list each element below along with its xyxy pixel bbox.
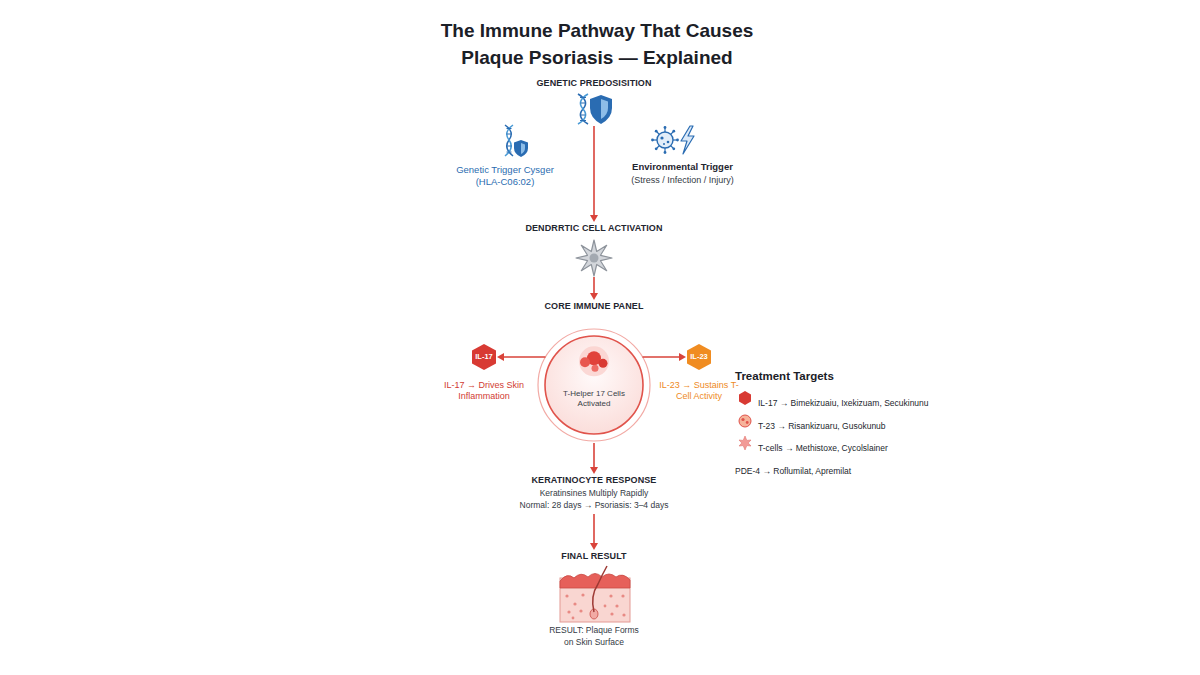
arrow-head <box>590 543 598 550</box>
cell-label: T-Helper 17 Cells Activated <box>559 389 629 409</box>
cytokine-name: IL-23 <box>686 343 712 371</box>
flow-arrow <box>497 353 546 361</box>
legend-text: PDE-4 → Roflumilat, Apremilat <box>735 466 851 476</box>
legend-heading: Treatment Targets <box>735 369 834 383</box>
legend-text: IL-17 → Bimekizuaiu, Ixekizuam, Secukinu… <box>758 398 929 408</box>
flow-arrow <box>590 126 598 222</box>
legend-row: T-23 → Risankizuaru, Gusokunub <box>758 415 886 427</box>
legend-row: PDE-4 → Roflumilat, Apremilat <box>735 460 851 472</box>
arrow-head <box>497 353 504 361</box>
treatment-icons <box>739 391 751 450</box>
trigger-text: (Stress / Infection / Injury) <box>610 174 755 186</box>
cytokine-hexagon: IL-17IL-17 → Drives Skin Inflammation <box>436 343 532 403</box>
flow-arrow <box>590 277 598 300</box>
legend-row: T-cells → Methistoxe, Cycolslainer <box>758 437 888 449</box>
circle-shape: T-Helper 17 Cells Activated <box>536 327 652 443</box>
core-cell-circle: T-Helper 17 Cells Activated CORE IMMUNE P… <box>534 300 654 443</box>
virus-lightning-icon <box>651 126 694 154</box>
trigger-text: Genetic Trigger Cysger (HLA-C06:02) <box>445 164 565 188</box>
stage-text: Normal: 28 days → Psoriasis: 3–4 days <box>474 499 714 511</box>
result-text: RESULT: Plaque Forms on Skin Surface <box>547 624 641 648</box>
arrow-head <box>679 353 686 361</box>
arrow-line <box>503 356 546 358</box>
stage-heading: KERATINOCYTE RESPONSEKeratinsines Multip… <box>474 474 714 514</box>
stage-title: GENETIC PREDOSISITION <box>494 77 694 89</box>
trigger-heading: Environmental Trigger <box>610 161 755 173</box>
arrow-line <box>642 356 680 358</box>
cytokine-note: IL-23 → Sustains T-Cell Activity <box>657 380 741 402</box>
stage-heading: DENDRRTIC CELL ACTIVATION <box>494 222 694 277</box>
flow-arrow <box>642 353 686 361</box>
legend-text: T-cells → Methistoxe, Cycolslainer <box>758 443 888 453</box>
skin-plaque-illustration <box>560 566 630 622</box>
stage-text: Keratinsines Multiply Rapidly <box>474 487 714 499</box>
trigger-item: Genetic Trigger Cysger (HLA-C06:02) <box>445 122 565 190</box>
diagram-title: The Immune Pathway That Causes Plaque Ps… <box>437 17 757 71</box>
dna-icon <box>505 125 528 157</box>
arrow-line <box>593 443 595 468</box>
dendritic-cell-icon <box>576 240 612 276</box>
stage-heading: GENETIC PREDOSISITION <box>494 77 694 126</box>
flow-arrow <box>590 443 598 474</box>
legend-text: T-23 → Risankizuaru, Gusokunub <box>758 421 886 431</box>
cytokine-note: IL-17 → Drives Skin Inflammation <box>442 380 526 402</box>
stage-title: DENDRRTIC CELL ACTIVATION <box>494 222 694 234</box>
hexagon-shape: IL-17 <box>471 343 497 371</box>
trigger-item: Environmental Trigger(Stress / Infection… <box>610 122 755 190</box>
stage-title: KERATINOCYTE RESPONSE <box>474 474 714 486</box>
arrow-line <box>593 277 595 294</box>
circle-outline <box>536 327 652 443</box>
dna-shield-icon <box>578 94 612 124</box>
arrow-head <box>590 215 598 222</box>
arrow-head <box>590 293 598 300</box>
cytokine-name: IL-17 <box>471 343 497 371</box>
arrow-head <box>590 467 598 474</box>
flow-arrow <box>590 514 598 550</box>
stage-title: FINAL RESULT <box>534 550 654 562</box>
legend-row: IL-17 → Bimekizuaiu, Ixekizuam, Secukinu… <box>758 392 929 404</box>
stage-heading: FINAL RESULT RESULT: Plaque Forms on Skin… <box>534 550 654 648</box>
hexagon-shape: IL-23 <box>686 343 712 371</box>
cytokine-hexagon: IL-23IL-23 → Sustains T-Cell Activity <box>651 343 747 403</box>
arrow-line <box>593 514 595 544</box>
stage-title: CORE IMMUNE PANEL <box>534 300 654 312</box>
arrow-line <box>593 126 595 216</box>
